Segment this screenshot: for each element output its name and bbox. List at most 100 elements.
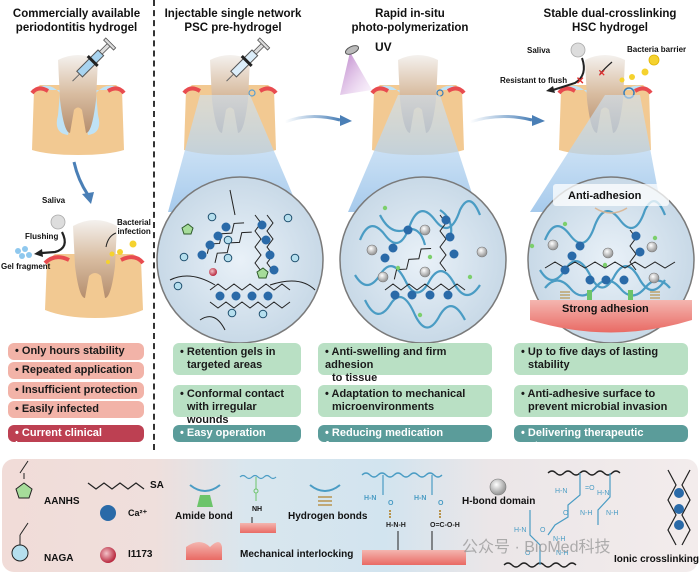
feature-summary: • Easy operation	[173, 425, 301, 442]
feature-item: • Adaptation to mechanical microenvironm…	[318, 385, 492, 417]
svg-text:H-N: H-N	[514, 527, 526, 534]
mechanical-interlocking-icon	[186, 542, 222, 560]
bacterial-infection-line-2: infection	[117, 227, 151, 236]
feature-line-1: • Conformal contact	[180, 388, 285, 400]
svg-text:O: O	[540, 527, 546, 534]
column-title-hsc: Stable dual-crosslinking HSC hydrogel	[530, 7, 690, 35]
ionic-crosslinking-icon	[667, 469, 691, 546]
svg-text:N-H: N-H	[580, 510, 592, 517]
svg-text:✕: ✕	[576, 76, 584, 87]
column-title-psc: Injectable single network PSC pre-hydrog…	[158, 7, 308, 35]
bacteria-barrier-illustration: ✕	[598, 54, 660, 83]
saliva-label-top: Saliva	[527, 46, 551, 55]
legend-h-bond-domain-label: H-bond domain	[462, 496, 536, 507]
legend-nh-label: NH	[252, 506, 263, 513]
feature-item: • Anti-adhesive surface to prevent micro…	[514, 385, 688, 417]
section-divider	[153, 0, 155, 450]
legend-sa-label: SA	[150, 480, 164, 491]
anti-adhesion-label: Anti-adhesion	[568, 190, 642, 202]
title-line-2: photo-polymerization	[351, 22, 469, 34]
feature-summary: • Delivering therapeutic outcome	[514, 425, 688, 452]
bacteria-illustration	[105, 232, 137, 264]
legend-aanhs-label: AANHS	[44, 496, 80, 507]
strong-adhesion-label: Strong adhesion	[562, 303, 649, 315]
feature-line-1: • Anti-adhesive surface to	[521, 388, 656, 400]
bacteria-barrier-label: Bacteria barrier	[627, 45, 687, 54]
legend-hydrogen-bonds-label: Hydrogen bonds	[288, 511, 368, 522]
legend-amide-bond-label: Amide bond	[175, 511, 233, 522]
main-illustration: ✕ ✕	[15, 37, 695, 344]
title-line-2: HSC hydrogel	[571, 22, 649, 34]
issue-summary: • Current clinical issues	[8, 425, 144, 452]
process-arrow-down	[72, 161, 90, 196]
saliva-flush-illustration	[15, 214, 66, 259]
tooth-illustration-failure	[43, 220, 145, 318]
legend-i1173-label: I1173	[128, 549, 153, 560]
feature-line-1: • Anti-swelling and firm adhesion	[325, 346, 447, 371]
legend-ionic-crosslinking-label: Ionic crosslinking	[614, 554, 700, 565]
ca-ion-icon	[100, 505, 116, 521]
feature-line-2: prevent microbial invasion	[528, 401, 668, 413]
title-line-1: Stable dual-crosslinking	[543, 8, 677, 20]
svg-text:✕: ✕	[598, 68, 606, 78]
column-title-photo: Rapid in-situ photo-polymerization	[345, 7, 475, 35]
resistant-to-flush-label: Resistant to flush	[500, 76, 568, 85]
h-bond-domain-icon	[489, 478, 507, 496]
photo-network	[354, 200, 488, 329]
feature-item: • Conformal contact with irregular wound…	[173, 385, 301, 426]
title-line-2: periodontitis hydrogel	[15, 22, 138, 34]
column-title-commercial: Commercially available periodontitis hyd…	[0, 7, 153, 35]
naga-icon	[11, 522, 29, 562]
feature-line-2: microenvironments	[332, 401, 435, 413]
legend-naga-label: NAGA	[44, 553, 74, 564]
process-arrow-1	[284, 115, 341, 124]
svg-text:O: O	[563, 510, 569, 517]
tooth-illustration-commercial	[30, 55, 126, 155]
amide-bond-icon	[189, 484, 221, 507]
syringe-icon	[226, 37, 271, 82]
svg-text:O: O	[388, 500, 394, 507]
arrowhead	[82, 192, 94, 204]
feature-line-2: stability	[528, 359, 570, 371]
psc-network	[169, 189, 316, 331]
svg-text:O=C-O-H: O=C-O-H	[430, 522, 460, 529]
feature-item: • Anti-swelling and firm adhesion to tis…	[318, 343, 492, 384]
legend-ca-label: Ca²⁺	[128, 508, 148, 518]
svg-text:H-N: H-N	[414, 495, 426, 502]
process-arrow-2	[469, 115, 533, 124]
svg-text:O: O	[438, 500, 444, 507]
feature-line-1: • Up to five days of lasting	[521, 346, 659, 358]
svg-text:H-N-H: H-N-H	[386, 522, 406, 529]
feature-line-1: • Adaptation to mechanical	[325, 388, 466, 400]
title-line-1: Commercially available	[12, 8, 141, 20]
title-line-1: Rapid in-situ	[375, 8, 445, 20]
feature-line-1: • Retention gels in	[180, 346, 276, 358]
feature-line-2: to tissue	[332, 372, 378, 384]
issue-item: • Insufficient protection	[8, 382, 144, 399]
svg-text:H-N: H-N	[364, 495, 376, 502]
flushing-label: Flushing	[25, 232, 59, 241]
svg-text:H-N: H-N	[555, 488, 567, 495]
title-line-1: Injectable single network	[164, 8, 302, 20]
arrowhead	[532, 115, 545, 126]
hsc-network	[529, 184, 692, 333]
svg-text:O: O	[525, 550, 531, 557]
feature-item: • Up to five days of lasting stability	[514, 343, 688, 375]
hbond-surface-diagram: H-N O H-N O H-N-H O=C-O-H	[361, 472, 466, 565]
svg-text:=O: =O	[585, 485, 595, 492]
feature-item: • Retention gels in targeted areas	[173, 343, 301, 375]
aanhs-icon	[15, 460, 33, 499]
uv-lamp-icon	[340, 45, 372, 95]
hydrogen-bond-icon	[309, 484, 341, 506]
issue-item: • Only hours stability	[8, 343, 144, 360]
syringe-icon	[72, 37, 117, 82]
i1173-icon	[100, 547, 116, 563]
issue-item: • Easily infected	[8, 401, 144, 418]
feature-line-2: with irregular wounds	[187, 401, 257, 426]
issue-item: • Repeated application	[8, 362, 144, 379]
network-circle-photo	[339, 176, 507, 344]
gel-fragment-label: Gel fragment	[1, 262, 51, 271]
bacterial-infection-line-1: Bacterial	[117, 218, 151, 227]
saliva-label-left: Saliva	[42, 196, 66, 205]
arrowhead	[340, 115, 352, 126]
